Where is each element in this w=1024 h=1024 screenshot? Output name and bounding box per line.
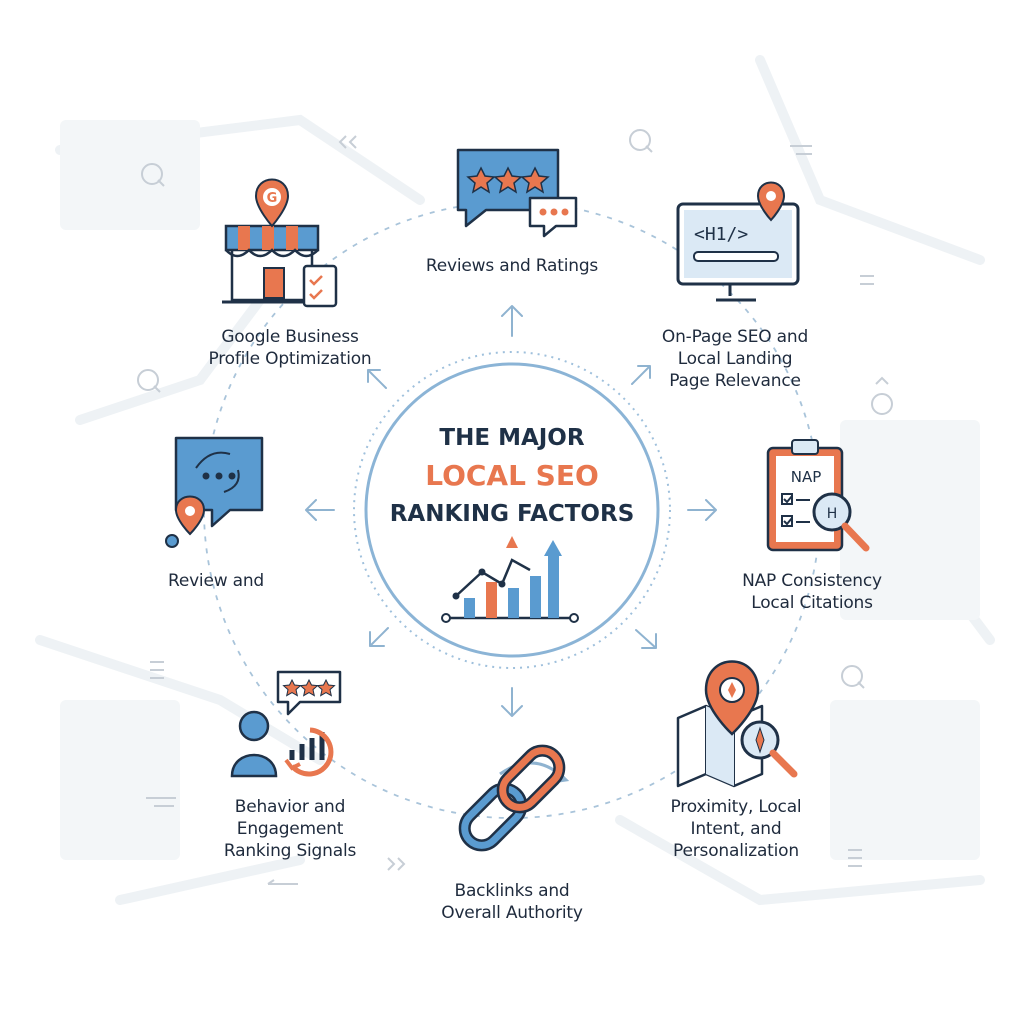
- google-g-letter: G: [267, 191, 278, 206]
- factor-line: On-Page SEO and: [661, 327, 809, 347]
- factor-line: Backlinks and: [454, 881, 570, 901]
- factor-line: Local Landing: [677, 349, 793, 369]
- background-map-blocks: [60, 120, 980, 860]
- factor-label-backlinks: Backlinks and Overall Authority: [420, 880, 604, 924]
- chain-link-icon: [458, 744, 570, 852]
- direction-arrows: [305, 305, 717, 717]
- factor-label-reviews: Reviews and Ratings: [412, 255, 612, 277]
- factor-line: Behavior and: [234, 797, 346, 817]
- user-engagement-icon: [230, 670, 342, 778]
- monitor-h1-icon: <H1/>: [676, 181, 800, 302]
- factor-line: Proximity, Local: [670, 797, 802, 817]
- magnifier-letter: H: [827, 506, 838, 522]
- factor-label-onpage: On-Page SEO and Local Landing Page Relev…: [640, 326, 830, 392]
- factor-line: Overall Authority: [441, 903, 583, 923]
- title-line-3: RANKING FACTORS: [389, 501, 635, 527]
- growth-chart-icon: [441, 536, 579, 623]
- factor-line: Personalization: [673, 841, 799, 861]
- factor-label-behavior: Behavior and Engagement Ranking Signals: [200, 796, 380, 862]
- chat-bubble-pin-icon: [165, 436, 264, 548]
- factor-line: Engagement: [236, 819, 344, 839]
- factor-line: NAP Consistency: [742, 571, 882, 591]
- arrow-up-right: [631, 365, 651, 385]
- arrow-down: [501, 687, 523, 717]
- factor-label-review-left: Review and: [146, 570, 286, 592]
- clipboard-checklist-icon: NAP H: [766, 439, 870, 552]
- factor-label-nap: NAP Consistency Local Citations: [722, 570, 902, 614]
- factor-line: Review and: [167, 571, 265, 591]
- factor-line: Page Relevance: [669, 371, 801, 391]
- storefront-pin-icon: G: [222, 178, 338, 308]
- map-compass-icon: [676, 660, 798, 788]
- decorative-glyphs: [137, 129, 893, 885]
- center-title: THE MAJOR LOCAL SEO RANKING FACTORS: [362, 420, 662, 532]
- arrow-up: [501, 305, 523, 337]
- factor-label-proximity: Proximity, Local Intent, and Personaliza…: [646, 796, 826, 862]
- arrow-right: [687, 499, 717, 521]
- factor-line: Reviews and Ratings: [425, 256, 599, 276]
- factor-line: Profile Optimization: [208, 349, 372, 369]
- arrow-up-left: [367, 369, 387, 389]
- arrow-down-right: [635, 629, 657, 649]
- factor-line: Ranking Signals: [223, 841, 357, 861]
- title-line-2: LOCAL SEO: [425, 459, 599, 492]
- clipboard-nap-text: NAP: [791, 468, 822, 486]
- center-circle: [364, 362, 660, 658]
- monitor-h1-text: <H1/>: [694, 224, 748, 245]
- factor-line: Google Business: [221, 327, 359, 347]
- factor-line: Local Citations: [751, 593, 873, 613]
- arrow-left: [305, 499, 335, 521]
- factor-line: Intent, and: [690, 819, 782, 839]
- title-line-1: THE MAJOR: [439, 425, 585, 451]
- factor-label-gbp: Google Business Profile Optimization: [182, 326, 398, 370]
- speech-bubble-stars-icon: [456, 148, 578, 238]
- arrow-down-left: [369, 627, 389, 647]
- center-dotted-ring: [353, 351, 671, 669]
